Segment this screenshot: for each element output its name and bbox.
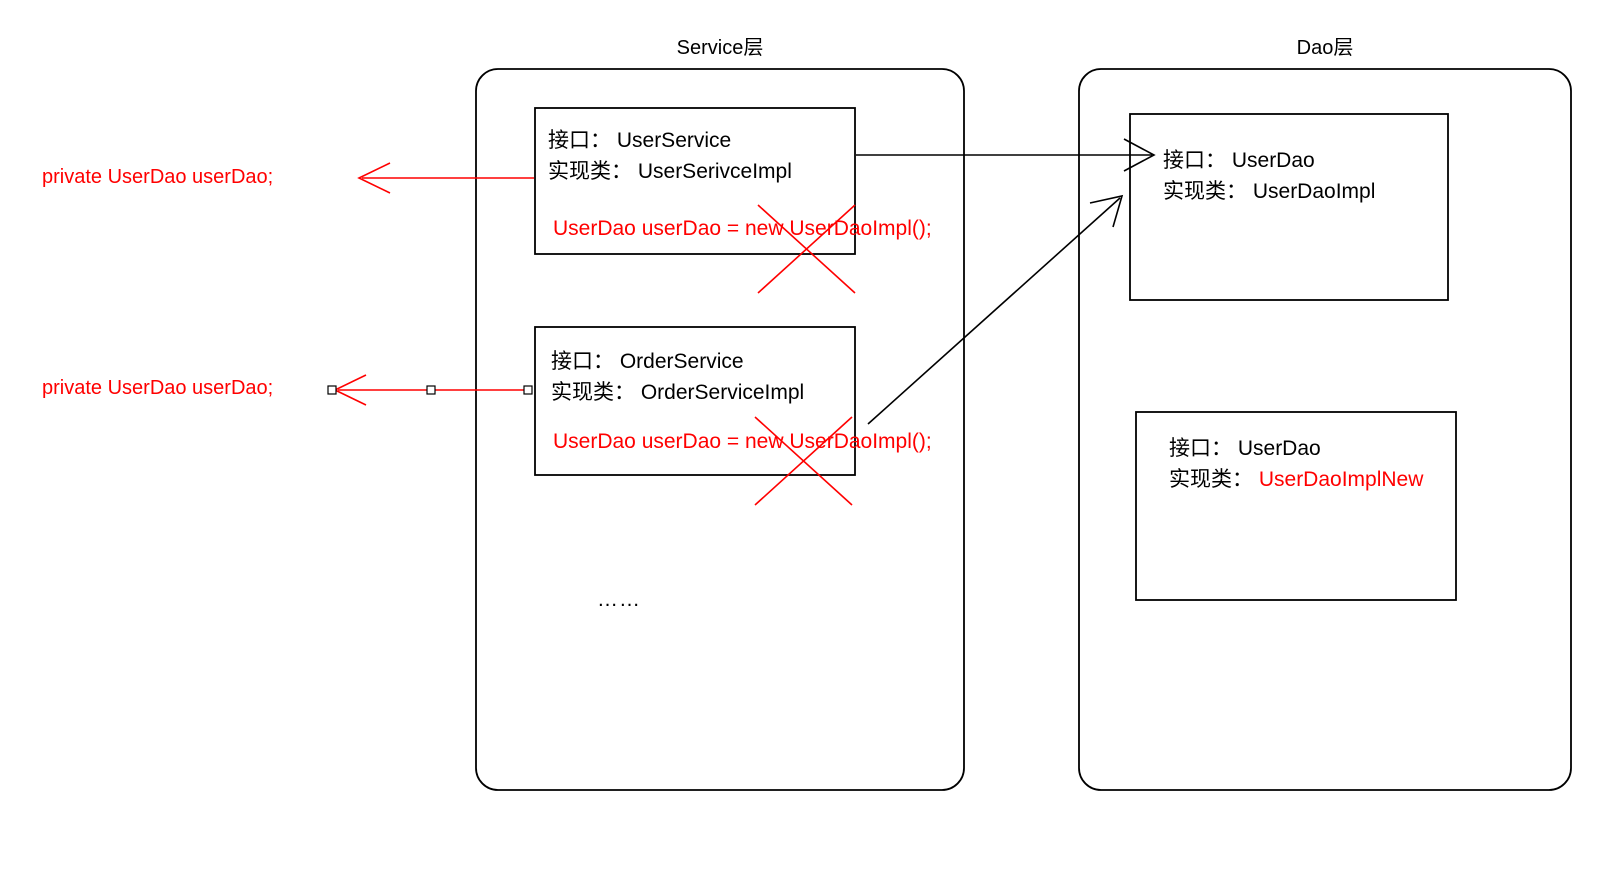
- connector-selection-handles[interactable]: [327, 385, 533, 395]
- service-box-2-impl-label: 实现类：: [551, 381, 635, 404]
- service-box-2-interface-value: OrderService: [619, 350, 744, 373]
- service-layer-title: Service层: [676, 37, 764, 59]
- service-box-2-impl-value: OrderServiceImpl: [640, 381, 805, 404]
- service-layer-ellipsis: ……: [597, 588, 641, 611]
- dao-box-2-impl-row: 实现类： UserDaoImplNew: [1169, 463, 1423, 493]
- dao-box-2-interface-label: 接口：: [1169, 437, 1232, 460]
- connector-orderservice-to-field-bottom[interactable]: [333, 374, 528, 406]
- dao-box-1-interface-row: 接口： UserDao: [1163, 144, 1315, 174]
- service-box-1-impl-row: 实现类： UserSerivceImpl: [548, 155, 792, 185]
- dao-box-1-impl-row: 实现类： UserDaoImpl: [1163, 175, 1375, 205]
- service-box-1-impl-label: 实现类：: [548, 160, 632, 183]
- connector-userservice-to-field-top[interactable]: [357, 162, 534, 194]
- dao-box-2-interface-value: UserDao: [1237, 437, 1321, 460]
- dao-box-1-interface-value: UserDao: [1231, 149, 1315, 172]
- dao-layer-title: Dao层: [1296, 37, 1354, 59]
- dao-box-userdaoimpl: [1129, 113, 1449, 301]
- service-box-1-interface-value: UserService: [616, 129, 732, 152]
- service-box-1-interface-label: 接口：: [548, 129, 611, 152]
- service-box-2-interface-label: 接口：: [551, 350, 614, 373]
- connector-userservice-to-userdao[interactable]: [856, 138, 1156, 172]
- service-box-2-impl-row: 实现类： OrderServiceImpl: [551, 376, 804, 406]
- dao-box-2-impl-label: 实现类：: [1169, 468, 1253, 491]
- dao-box-1-interface-label: 接口：: [1163, 149, 1226, 172]
- service-box-1-code-line: UserDao userDao = new UserDaoImpl();: [553, 217, 932, 240]
- service-box-1-interface-row: 接口： UserService: [548, 124, 731, 154]
- dao-box-2-interface-row: 接口： UserDao: [1169, 432, 1321, 462]
- dao-box-1-impl-value: UserDaoImpl: [1252, 180, 1376, 203]
- dao-box-2-impl-value: UserDaoImplNew: [1258, 468, 1424, 491]
- field-declaration-bottom: private UserDao userDao;: [42, 377, 274, 399]
- service-box-1-impl-value: UserSerivceImpl: [637, 160, 792, 183]
- dao-box-1-impl-label: 实现类：: [1163, 180, 1247, 203]
- service-box-2-code-line: UserDao userDao = new UserDaoImpl();: [553, 430, 932, 453]
- field-declaration-top: private UserDao userDao;: [42, 166, 274, 188]
- service-box-2-interface-row: 接口： OrderService: [551, 345, 744, 375]
